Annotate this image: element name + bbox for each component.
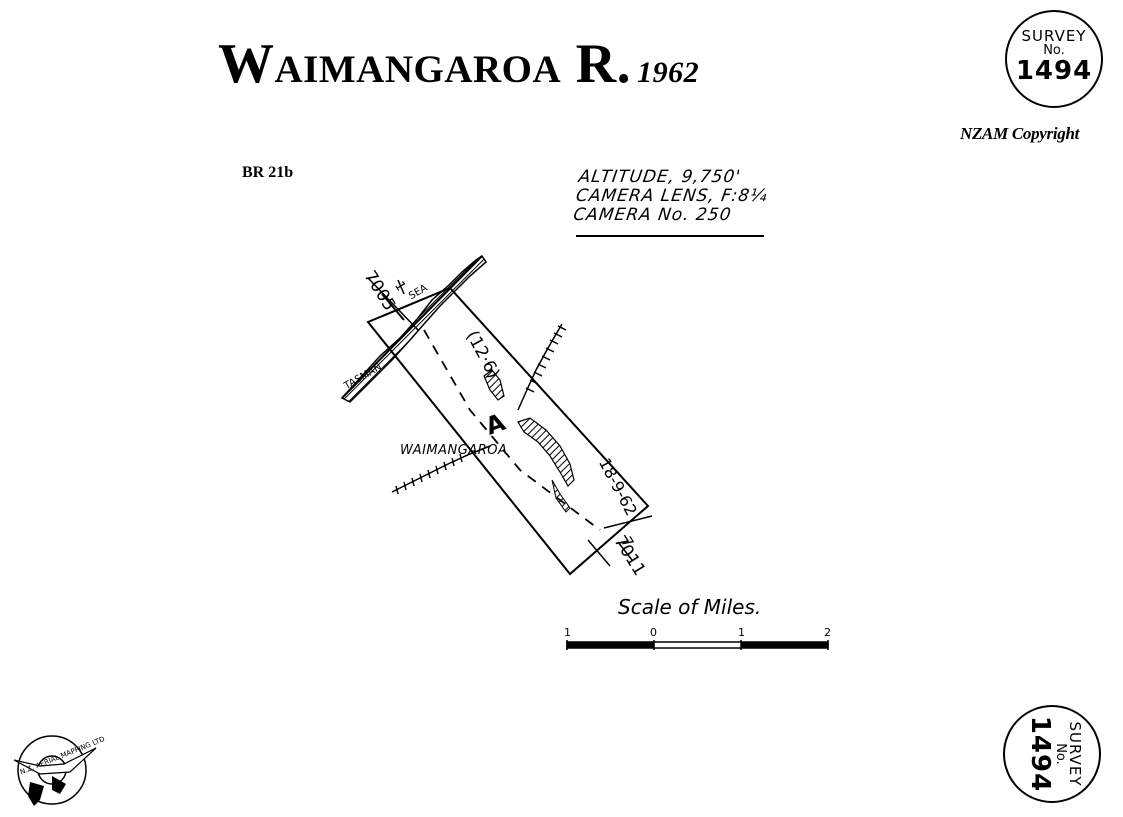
- scale-tick-label: 1: [738, 626, 745, 639]
- start-marker-line: [367, 277, 419, 331]
- company-logo: N.Z. AERIAL MAPPING LTD: [13, 735, 106, 806]
- photo-start-number: 7005: [359, 267, 399, 314]
- photo-start-tick: 1: [391, 279, 408, 294]
- railway-line-south: [391, 445, 491, 495]
- terrain-feature-river: [517, 417, 575, 487]
- point-a-label: A: [482, 408, 509, 441]
- survey-stamp-number: 1494: [1025, 715, 1055, 793]
- end-marker-line: [603, 515, 653, 529]
- time-label: (12·6): [462, 327, 504, 382]
- survey-stamp-top: SURVEY No. 1494: [1005, 10, 1103, 108]
- date-label: 18-9-62: [595, 455, 641, 519]
- copyright-notice: NZAM Copyright: [960, 124, 1080, 143]
- terrain-feature-small: [483, 369, 505, 401]
- scale-bar: Scale of Miles. 1 0 1 2: [564, 595, 831, 650]
- photo-strip-outline: [366, 286, 650, 576]
- scale-tick-label: 2: [824, 626, 831, 639]
- survey-stamp-no: No.: [1043, 43, 1065, 58]
- sheet-reference: BR 21b: [242, 164, 294, 181]
- flight-line-dashed: [423, 329, 601, 531]
- survey-stamp-label: SURVEY: [1066, 721, 1084, 787]
- railway-line-north: [517, 323, 567, 411]
- scale-tick-label: 1: [564, 626, 571, 639]
- survey-stamp-number: 1494: [1015, 56, 1093, 86]
- survey-stamp-bottom: SURVEY No. 1494: [1003, 705, 1101, 803]
- place-label-waimangaroa: WAIMANGAROA: [400, 443, 507, 458]
- survey-stamp-label: SURVEY: [1021, 27, 1087, 45]
- photo-end-number: 7011: [609, 532, 649, 579]
- scale-caption: Scale of Miles.: [618, 595, 761, 619]
- map-title: Waimangaroa R.1962: [218, 36, 818, 92]
- scale-tick-label: 0: [650, 626, 657, 639]
- sea-label-sea: SEA: [407, 283, 430, 302]
- map-title-year: 1962: [637, 56, 700, 89]
- camera-info-underline: [576, 235, 764, 237]
- map-title-name: Waimangaroa R.: [218, 33, 632, 95]
